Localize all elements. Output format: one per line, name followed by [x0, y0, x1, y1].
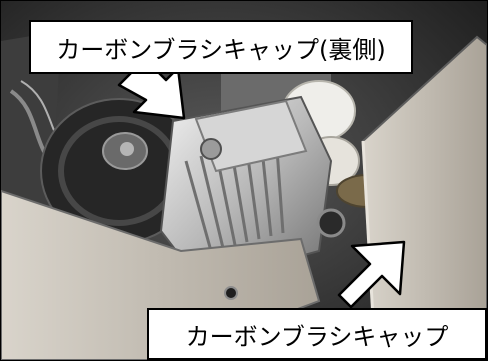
right-panel-edge — [361, 140, 375, 320]
callout-label-bottom: カーボンブラシキャップ — [147, 308, 487, 360]
bottom-arrow — [337, 240, 406, 309]
brush-cap-front — [316, 208, 346, 238]
pulley-bolt — [120, 142, 134, 156]
callout-bottom-text: カーボンブラシキャップ — [185, 322, 449, 351]
callout-top-text: カーボンブラシキャップ(裏側) — [56, 35, 386, 64]
brush-cap-back — [200, 138, 222, 160]
panel-screw — [224, 286, 238, 300]
motor-fins — [184, 134, 285, 252]
callout-label-top: カーボンブラシキャップ(裏側) — [29, 20, 413, 74]
